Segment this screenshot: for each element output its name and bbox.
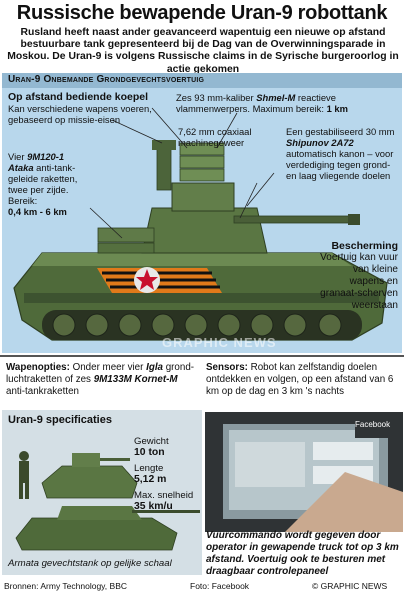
length-label: Lengte (134, 463, 164, 474)
weapons-kornet: 9M133M Kornet-M (93, 374, 178, 385)
ataka-name: 9M120-1 Ataka (8, 151, 65, 173)
ataka-label: Vier 9M120-1 Ataka anti-tank-geleide rak… (8, 151, 88, 217)
weapons-text2: grond-luchtraketten of zes (6, 362, 195, 385)
spec-list: Gewicht 10 ton Lengte 5,12 m Max. snelhe… (134, 436, 202, 513)
tank-panel: Uran-9 Onbemande Grondgevechtsvoertuig G… (2, 73, 402, 353)
page-title: Russische bewapende Uran-9 robottank (16, 2, 388, 24)
control-screen-image (205, 412, 403, 532)
brand-credit: © GRAPHIC NEWS (312, 581, 388, 591)
ataka-text: anti-tank-geleide raketten, twee per zij… (8, 162, 78, 206)
photo-credit: Foto: Facebook (190, 581, 250, 591)
sensors-title: Sensors: (206, 362, 248, 373)
turret-label: Op afstand bediende koepel Kan verschied… (8, 91, 158, 126)
protection-text: Voertuig kan vuur van kleine wapens en g… (320, 252, 398, 311)
intro-text: Rusland heeft naast ander geavanceerd wa… (7, 27, 399, 75)
cannon-label: Een gestabiliseerd 30 mm Shipunov 2A72 a… (286, 126, 398, 181)
weight-label: Gewicht (134, 436, 169, 447)
cannon-text1: Een gestabiliseerd 30 mm (286, 126, 395, 137)
armata-caption: Armata gevechtstank op gelijke schaal (8, 558, 172, 569)
uran9-tank-illustration: GN (13, 107, 388, 341)
sources: Bronnen: Army Technology, BBC (4, 581, 128, 591)
panel-heading: Uran-9 Onbemande Grondgevechtsvoertuig (8, 74, 205, 85)
weapons-text3: anti-tankraketten (6, 386, 79, 397)
weapons-igla: Igla (146, 362, 163, 373)
shmel-text: Zes 93 mm-kaliber (176, 92, 257, 103)
turret-text: Kan verschiedene wapens voeren, gebaseer… (8, 103, 152, 125)
photo-caption: Vuurcommando wordt gegeven door operator… (206, 530, 399, 577)
ataka-pre: Vier (8, 151, 28, 162)
turret-title: Op afstand bediende koepel (8, 91, 149, 103)
cannon-name: Shipunov 2A72 (286, 137, 354, 148)
speed-value: 35 km/u (134, 501, 173, 512)
cannon-text2: automatisch kanon – voor verdediging teg… (286, 148, 394, 181)
shmel-name: Shmel-M (256, 92, 296, 103)
shmel-label: Zes 93 mm-kaliber Shmel-M reactieve vlam… (176, 92, 400, 114)
facebook-label: Facebook (355, 420, 391, 429)
shmel-range: 1 km (326, 103, 348, 114)
speed-label: Max. snelheid (134, 490, 194, 501)
scale-comparison-illustration (15, 451, 200, 551)
ataka-range: 0,4 km - 6 km (8, 206, 67, 217)
sensors-info: Sensors: Robot kan zelfstandig doelen on… (206, 362, 400, 398)
sensors-text: Robot kan zelfstandig doelen ontdekken e… (206, 362, 394, 397)
shmel-text2: reactieve vlammenwerpers. Maximum bereik… (176, 92, 336, 114)
weapons-title: Wapenopties: (6, 362, 70, 373)
section-divider (0, 355, 404, 357)
spec-title: Uran-9 specificaties (8, 414, 112, 426)
watermark-text: GRAPHIC NEWS (162, 335, 277, 350)
spec-box: Uran-9 specificaties Gewicht 10 ton Leng… (2, 410, 202, 575)
mg-label: 7,62 mm coaxiaal machinegeweer (178, 126, 273, 148)
length-value: 5,12 m (134, 474, 167, 485)
weight-value: 10 ton (134, 447, 165, 458)
protection-title: Bescherming (331, 240, 398, 252)
mg-text: 7,62 mm coaxiaal machinegeweer (178, 126, 252, 148)
weapons-text1: Onder meer vier (69, 362, 147, 373)
panel-heading-bar: Uran-9 Onbemande Grondgevechtsvoertuig (2, 73, 402, 88)
protection-label: Bescherming Voertuig kan vuur van kleine… (320, 241, 398, 312)
control-panel-photo: Facebook (205, 412, 403, 532)
weapon-options: Wapenopties: Onder meer vier Igla grond-… (6, 362, 196, 398)
